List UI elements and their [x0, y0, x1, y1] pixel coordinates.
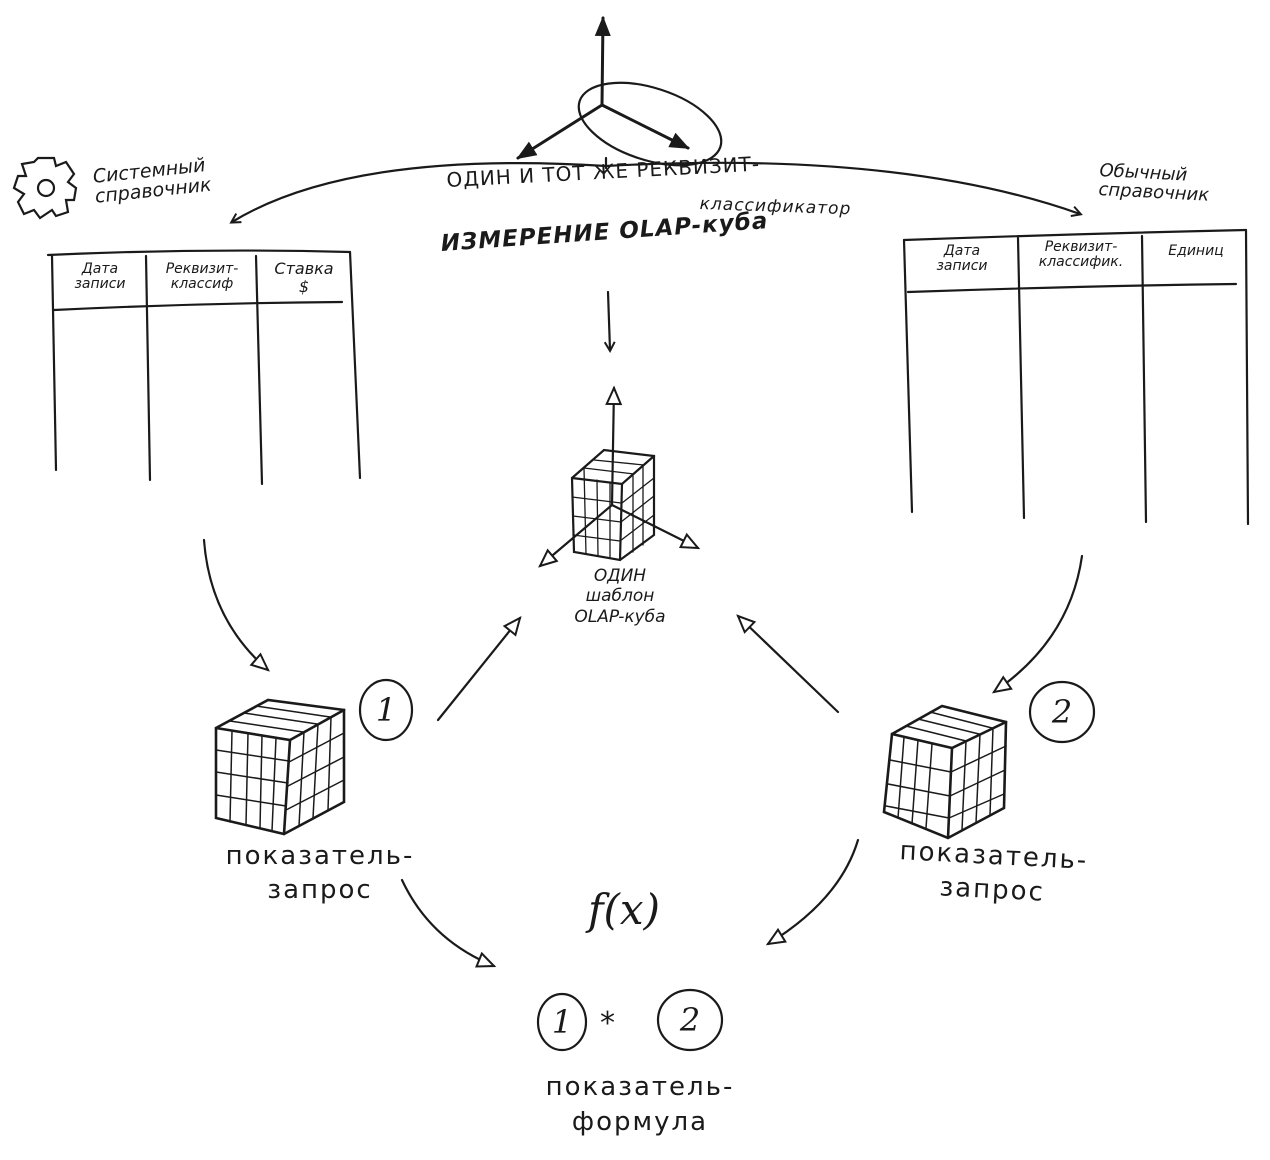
- system-ref-table: [46, 249, 362, 486]
- arrow-to-system-ref: [229, 162, 608, 224]
- formula-circle-1: [536, 992, 588, 1052]
- cube-icon-2: [882, 704, 1008, 840]
- arrow-cube1-to-template: [436, 616, 522, 722]
- system-table-header-attribute: Реквизит-классиф: [165, 261, 239, 293]
- badge-2: 2: [1051, 693, 1073, 731]
- arrow-cube2-to-formula: [765, 838, 860, 946]
- gear-icon: [12, 156, 78, 220]
- formula-operand-2: 2: [679, 1001, 701, 1039]
- arrow-cube1-to-formula: [400, 878, 497, 968]
- indicator-query-label-2: показатель-запрос: [898, 836, 1089, 908]
- function-label: f(x): [588, 885, 661, 934]
- arrow-regular-to-cube2: [991, 554, 1084, 694]
- arrow-system-to-cube1: [202, 538, 270, 672]
- arrow-cube2-to-template: [736, 614, 840, 714]
- badge-circle-2: [1028, 680, 1096, 744]
- badge-1: 1: [375, 691, 397, 729]
- formula-operand-1: 1: [551, 1003, 573, 1041]
- indicator-query-label-1: показатель-запрос: [225, 841, 415, 905]
- arrow-dimension-down: [603, 290, 616, 354]
- arrow-to-regular-ref: [604, 161, 1083, 218]
- template-cube-icon: [538, 385, 701, 568]
- badge-circle-1: [358, 678, 414, 742]
- regular-table-header-units: Единиц: [1168, 243, 1224, 259]
- regular-ref-table: [902, 228, 1250, 526]
- formula-circle-2: [656, 988, 724, 1052]
- indicator-formula-label: показатель-формула: [545, 1072, 735, 1138]
- regular-table-header-attribute: Реквизит-классифик.: [1038, 239, 1124, 271]
- cube-icon-1: [214, 698, 346, 836]
- formula-operator: *: [600, 1006, 615, 1041]
- system-table-header-rate: Ставка$: [274, 259, 334, 296]
